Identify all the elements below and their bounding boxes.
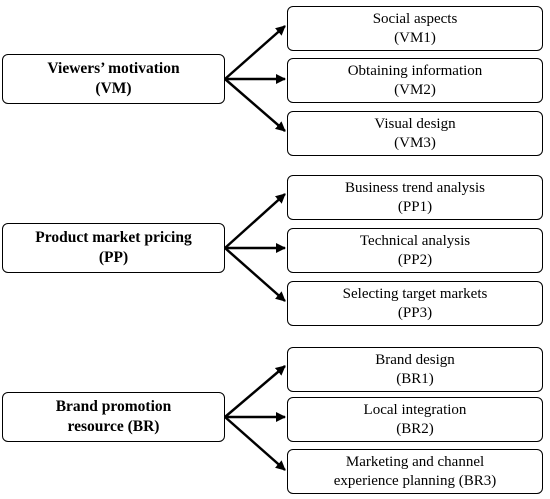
sub-label-line2: (PP3) — [397, 304, 433, 321]
arrow-pp-pp1 — [224, 193, 286, 249]
sub-box-vm1: Social aspects (VM1) — [287, 6, 543, 51]
main-label-line1: Brand promotion — [55, 398, 172, 415]
sub-label-line2: (PP2) — [397, 251, 433, 268]
sub-box-pp3: Selecting target markets (PP3) — [287, 281, 543, 326]
main-box-vm: Viewers’ motivation (VM) — [2, 54, 225, 104]
sub-box-br2: Local integration (BR2) — [287, 397, 543, 442]
sub-label-line2: experience planning (BR3) — [333, 472, 497, 489]
sub-label-line2: (VM2) — [394, 81, 436, 98]
sub-box-pp1: Business trend analysis (PP1) — [287, 175, 543, 220]
sub-label-line2: (BR2) — [396, 420, 434, 437]
sub-label-line1: Selecting target markets — [342, 285, 488, 302]
sub-label-line1: Technical analysis — [359, 232, 471, 249]
arrow-br-br1 — [224, 365, 286, 418]
sub-box-br3: Marketing and channel experience plannin… — [287, 449, 543, 494]
main-box-br: Brand promotion resource (BR) — [2, 392, 225, 442]
main-label-line1: Viewers’ motivation — [47, 60, 180, 77]
sub-label-line2: (VM3) — [394, 134, 436, 151]
sub-label-line1: Visual design — [374, 115, 456, 132]
sub-label-line1: Business trend analysis — [345, 179, 485, 196]
arrow-vm-vm3 — [224, 78, 286, 132]
main-label-line2: (PP) — [98, 249, 129, 266]
main-box-pp: Product market pricing (PP) — [2, 223, 225, 273]
sub-label-line2: (BR1) — [396, 370, 434, 387]
main-label-line2: resource (BR) — [67, 418, 160, 435]
sub-box-br1: Brand design (BR1) — [287, 347, 543, 392]
main-label-line2: (VM) — [95, 80, 132, 97]
sub-label-line1: Local integration — [363, 401, 467, 418]
main-label-line1: Product market pricing — [35, 229, 192, 246]
sub-label-line1: Obtaining information — [347, 62, 483, 79]
sub-box-vm2: Obtaining information (VM2) — [287, 58, 543, 103]
sub-label-line2: (VM1) — [394, 29, 436, 46]
arrow-br-br3 — [224, 416, 286, 471]
arrow-vm-vm1 — [224, 25, 286, 80]
sub-label-line1: Marketing and channel — [345, 453, 485, 470]
sub-box-pp2: Technical analysis (PP2) — [287, 228, 543, 273]
arrow-pp-pp3 — [224, 247, 286, 302]
sub-label-line1: Brand design — [375, 351, 455, 368]
sub-label-line1: Social aspects — [372, 10, 458, 27]
sub-label-line2: (PP1) — [397, 198, 433, 215]
sub-box-vm3: Visual design (VM3) — [287, 111, 543, 156]
